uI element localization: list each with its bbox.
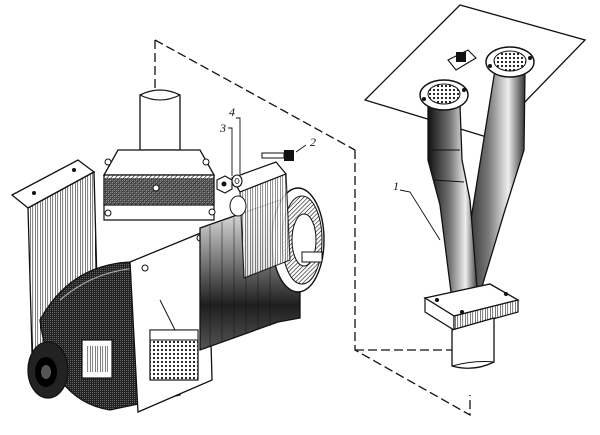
blower-motor-assembly <box>10 89 325 413</box>
branch-left <box>419 79 479 301</box>
fastener-set <box>216 150 294 194</box>
leader-lines <box>228 117 307 176</box>
intake-duct <box>102 89 216 221</box>
connector-plug <box>447 49 477 71</box>
leader-line-1 <box>399 189 441 241</box>
callout-label-3: 3 <box>219 121 226 135</box>
base-flange <box>423 283 520 332</box>
support-plate <box>129 229 213 413</box>
callout-label-4: 4 <box>229 105 235 119</box>
lower-pipe <box>451 317 495 369</box>
branch-duct-assembly <box>363 4 587 369</box>
callout-label-2: 2 <box>310 135 316 149</box>
rear-bracket <box>229 161 291 279</box>
mounting-panel <box>363 4 587 139</box>
assembly-guide-line <box>154 39 471 417</box>
callout-label-1: 1 <box>393 179 399 193</box>
